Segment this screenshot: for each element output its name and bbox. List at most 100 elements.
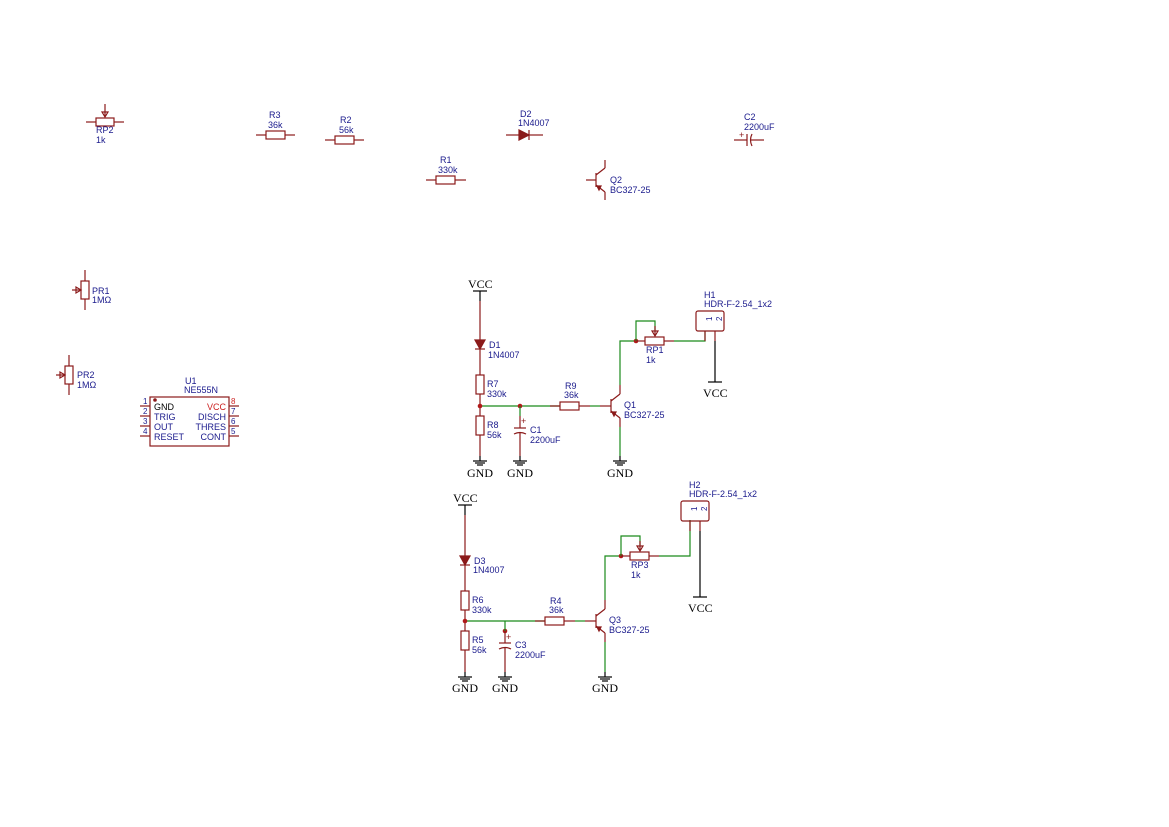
h2-value: HDR-F-2.54_1x2	[689, 489, 757, 499]
r7-ref: R7	[487, 379, 499, 389]
r7-value: 330k	[487, 389, 507, 399]
part-u1[interactable]: U1 NE555N 1 2 3 4 GND TRIG OUT RESET 8 7…	[140, 376, 239, 447]
r3-value: 36k	[268, 120, 283, 130]
part-d3[interactable]: D3 1N4007	[458, 515, 505, 578]
c2-ref: C2	[744, 112, 756, 122]
part-rp2[interactable]: RP2 1k	[86, 104, 124, 145]
r6-value: 330k	[472, 605, 492, 615]
r2-value: 56k	[339, 125, 354, 135]
power-gnd-c1: GND	[507, 456, 533, 480]
u1-pin6-num: 6	[231, 417, 236, 426]
wire-q3-rp3	[604, 555, 621, 600]
svg-text:VCC: VCC	[688, 601, 713, 615]
u1-value: NE555N	[184, 385, 218, 395]
svg-text:GND: GND	[607, 466, 633, 480]
u1-pin7-num: 7	[231, 407, 236, 416]
svg-text:VCC: VCC	[453, 491, 478, 505]
r5-value: 56k	[472, 645, 487, 655]
r3-ref: R3	[269, 110, 281, 120]
wire-rp1-wiper	[635, 320, 656, 341]
part-h1[interactable]: 1 2 H1 HDR-F-2.54_1x2	[695, 290, 772, 341]
part-d2[interactable]: D2 1N4007	[506, 109, 550, 141]
u1-pin6-name: THRES	[195, 422, 226, 432]
part-rp1[interactable]: RP1 1k	[636, 326, 674, 365]
part-c1[interactable]: + C1 2200uF	[513, 406, 561, 456]
pr2-ref: PR2	[77, 370, 95, 380]
h2-pin1: 1	[690, 506, 699, 511]
part-h2[interactable]: 1 2 H2 HDR-F-2.54_1x2	[680, 480, 757, 531]
r4-value: 36k	[549, 605, 564, 615]
power-gnd-r8: GND	[467, 456, 493, 480]
part-d1[interactable]: D1 1N4007	[473, 301, 520, 362]
r9-value: 36k	[564, 390, 579, 400]
junction-r6-r5	[462, 618, 468, 624]
part-r2[interactable]: R2 56k	[325, 115, 364, 145]
r1-ref: R1	[440, 155, 452, 165]
c1-ref: C1	[530, 425, 542, 435]
r8-ref: R8	[487, 420, 499, 430]
pr2-value: 1MΩ	[77, 380, 97, 390]
r1-value: 330k	[438, 165, 458, 175]
u1-pin1-num: 1	[143, 397, 148, 406]
c3-ref: C3	[515, 640, 527, 650]
q2-ref: Q2	[610, 175, 622, 185]
part-q1[interactable]: Q1 BC327-25	[600, 385, 665, 427]
power-gnd-q3: GND	[592, 672, 618, 695]
svg-text:GND: GND	[592, 681, 618, 695]
h1-value: HDR-F-2.54_1x2	[704, 299, 772, 309]
u1-pin2-num: 2	[143, 407, 148, 416]
d1-ref: D1	[489, 340, 501, 350]
d2-value: 1N4007	[518, 118, 550, 128]
svg-text:GND: GND	[452, 681, 478, 695]
r4-ref: R4	[550, 596, 562, 606]
part-rp3[interactable]: RP3 1k	[621, 541, 659, 580]
r6-ref: R6	[472, 595, 484, 605]
u1-pin5-name: CONT	[201, 432, 227, 442]
u1-pin1-name: GND	[154, 402, 175, 412]
wire-rp3-wiper	[620, 535, 641, 556]
svg-text:GND: GND	[467, 466, 493, 480]
part-r4[interactable]: R4 36k	[535, 596, 575, 626]
rp1-value: 1k	[646, 355, 656, 365]
h2-ref: H2	[689, 480, 701, 490]
part-pr1[interactable]: PR1 1MΩ	[72, 270, 112, 310]
d2-ref: D2	[520, 109, 532, 119]
c3-value: 2200uF	[515, 650, 546, 660]
wire-rp3-h2	[659, 520, 691, 557]
c3-polarity: +	[506, 632, 511, 642]
q1-value: BC327-25	[624, 410, 665, 420]
part-r5[interactable]: R5 56k	[460, 621, 487, 672]
part-r7[interactable]: R7 330k	[475, 362, 507, 406]
power-gnd-q1: GND	[607, 456, 633, 480]
part-c2[interactable]: + C2 2200uF	[734, 112, 775, 147]
power-gnd-r5: GND	[452, 672, 478, 695]
q3-value: BC327-25	[609, 625, 650, 635]
part-r1[interactable]: R1 330k	[426, 155, 466, 185]
wire-q1-rp1	[619, 340, 636, 385]
part-q2[interactable]: Q2 BC327-25	[586, 160, 651, 200]
pr1-ref: PR1	[92, 286, 110, 296]
part-r6[interactable]: R6 330k	[460, 578, 492, 621]
part-r3[interactable]: R3 36k	[256, 110, 295, 140]
h1-pin1: 1	[705, 316, 714, 321]
part-r9[interactable]: R9 36k	[550, 381, 590, 411]
d3-value: 1N4007	[473, 565, 505, 575]
u1-pin8-num: 8	[231, 397, 236, 406]
u1-pin2-name: TRIG	[154, 412, 176, 422]
power-vcc-1: VCC	[468, 277, 493, 301]
q3-ref: Q3	[609, 615, 621, 625]
u1-pin3-num: 3	[143, 417, 148, 426]
part-pr2[interactable]: PR2 1MΩ	[56, 355, 97, 395]
r8-value: 56k	[487, 430, 502, 440]
rp2-value: 1k	[96, 135, 106, 145]
r5-ref: R5	[472, 635, 484, 645]
c1-value: 2200uF	[530, 435, 561, 445]
u1-pin7-name: DISCH	[198, 412, 226, 422]
part-q3[interactable]: Q3 BC327-25	[585, 600, 650, 642]
part-r8[interactable]: R8 56k	[475, 406, 502, 456]
junction-r7-r8	[477, 403, 483, 409]
u1-pin5-num: 5	[231, 427, 236, 436]
part-c3[interactable]: + C3 2200uF	[498, 621, 546, 672]
power-vcc-h1: VCC	[703, 381, 728, 400]
